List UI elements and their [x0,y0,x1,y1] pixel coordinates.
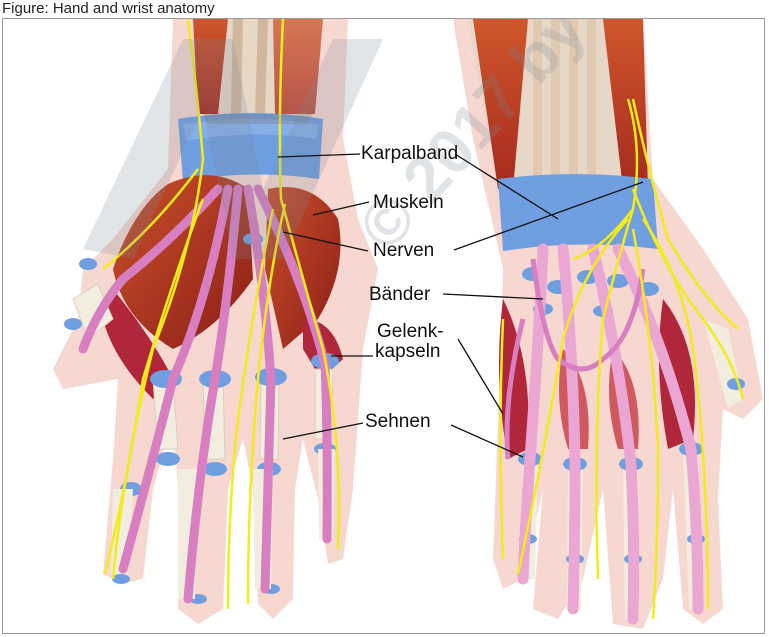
label-sehnen: Sehnen [365,412,431,431]
label-muskeln: Muskeln [373,193,444,212]
caption: Figure: Hand and wrist anatomy [2,0,219,17]
label-gelenk-1: Gelenk- [377,322,444,341]
label-gelenk-2: kapseln [375,342,441,361]
label-karpalband: Karpalband [361,144,458,163]
label-nerven: Nerven [373,241,434,260]
illustration-frame: © 2017 by Karpalband Muskeln Nerven Bänd… [2,18,765,634]
label-baender: Bänder [369,285,430,304]
